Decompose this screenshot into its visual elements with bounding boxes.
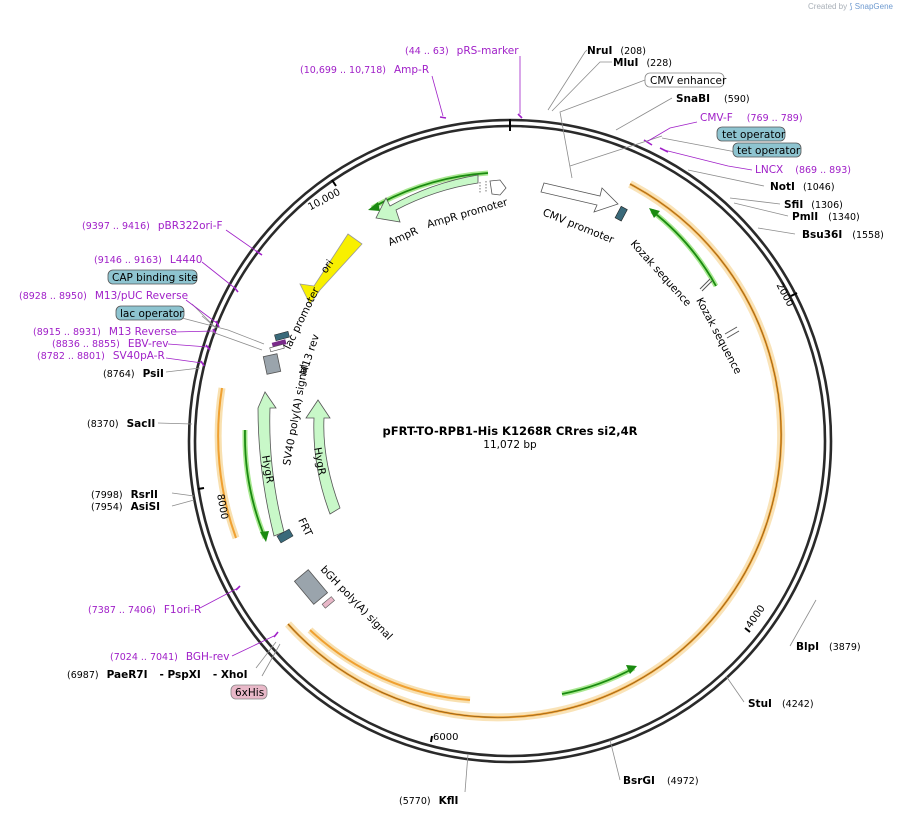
- primer-ebv-rev: (8836 .. 8855)EBV-rev: [52, 338, 169, 350]
- label-cmv-promoter: CMV promoter: [541, 207, 616, 247]
- hygr-arrow-2: [305, 399, 341, 515]
- kozak-tick-1: [699, 278, 711, 290]
- leader-lines: [157, 49, 817, 793]
- credit-brand: SnapGene: [854, 2, 893, 11]
- label-tet-operator-2: tet operator: [732, 142, 802, 158]
- site-bsu36i: Bsu36I(1558): [802, 229, 884, 241]
- site-blpi: BlpI(3879): [796, 641, 861, 653]
- primer-sv40pa-r: (8782 .. 8801)SV40pA-R: [37, 350, 165, 362]
- tick-label-10000: 10,000: [306, 187, 342, 213]
- orf-rpb1: [285, 180, 786, 722]
- label-tet-operator-1: tet operator: [716, 126, 786, 142]
- site-mlui: MluI(228): [613, 57, 672, 69]
- scale-ticks: [197, 179, 798, 743]
- snapgene-logo-icon: ⟆: [849, 2, 853, 11]
- orf-arrow-ampr: [368, 170, 489, 211]
- plasmid-name: pFRT-TO-RPB1-His K1268R CRres si2,4R: [383, 424, 638, 438]
- primer-prs-marker: (44 .. 63)pRS-marker: [405, 45, 519, 57]
- snapgene-credit: Created by ⟆ SnapGene: [808, 2, 893, 11]
- label-kozak-2: Kozak sequence: [693, 296, 743, 376]
- svg-text:6xHis: 6xHis: [235, 687, 264, 699]
- svg-text:CAP binding site: CAP binding site: [112, 272, 198, 284]
- credit-prefix: Created by: [808, 2, 848, 11]
- orf-left: [214, 387, 240, 540]
- primer-amp-r: (10,699 .. 10,718)Amp-R: [300, 64, 429, 76]
- label-sv40-polya: SV40 poly(A) signal: [281, 363, 311, 466]
- svg-text:lac operator: lac operator: [120, 308, 184, 320]
- primer-pbr322ori-f: (9397 .. 9416)pBR322ori-F: [82, 220, 223, 232]
- orf-arrow-lower: [561, 665, 637, 697]
- orf-his-region: [307, 627, 471, 704]
- frt-feature: [276, 528, 294, 544]
- site-kfli: (5770)KflI: [399, 795, 458, 807]
- site-sacii: (8370)SacII: [87, 418, 155, 430]
- tick-label-8000: 8000: [214, 493, 229, 520]
- label-cmv-enhancer: CMV enhancer: [644, 72, 727, 88]
- site-asisi: (7954)AsiSI: [91, 501, 160, 513]
- site-noti: NotI(1046): [770, 181, 835, 193]
- bgh-polya-block: [293, 569, 329, 605]
- primer-cmv-f: CMV-F(769 .. 789): [700, 112, 803, 124]
- label-ampr-promoter: AmpR promoter: [426, 196, 510, 231]
- label-ampr: AmpR: [386, 225, 420, 249]
- svg-text:tet operator: tet operator: [722, 129, 786, 141]
- primer-bgh-rev: (7024 .. 7041)BGH-rev: [110, 651, 229, 663]
- site-snabi: SnaBI(590): [676, 93, 750, 105]
- primer-f1ori-r: (7387 .. 7406)F1ori-R: [88, 604, 201, 616]
- ori-feature: [299, 233, 363, 305]
- site-rsrii: (7998)RsrII: [91, 489, 158, 501]
- site-pmli: PmlI(1340): [792, 211, 860, 223]
- label-hygr-2: HygR: [311, 446, 328, 476]
- tick-label-6000: 6000: [433, 732, 458, 743]
- orf-arrow-hyg: [242, 429, 269, 542]
- label-6xhis: 6xHis: [230, 684, 268, 700]
- cmv-promoter-arrow: [540, 182, 628, 222]
- label-kozak-1: Kozak sequence: [628, 238, 694, 309]
- primer-m13-puc-reverse: (8928 .. 8950)M13/pUC Reverse: [19, 290, 188, 302]
- label-hygr-1: HygR: [259, 454, 276, 484]
- svg-text:CMV enhancer: CMV enhancer: [650, 75, 727, 87]
- ampr-arrow: [375, 174, 507, 223]
- site-stui: StuI(4242): [748, 698, 814, 710]
- plasmid-length: 11,072 bp: [483, 439, 537, 451]
- primer-leader-lines: [165, 56, 753, 657]
- six-his-feature: [321, 596, 335, 609]
- primer-l4440: (9146 .. 9163)L4440: [94, 254, 202, 266]
- label-frt: FRT: [295, 516, 314, 539]
- site-psii: (8764)PsiI: [103, 368, 164, 380]
- label-lac-operator: lac operator: [115, 305, 185, 321]
- primer-m13-reverse: (8915 .. 8931)M13 Reverse: [33, 326, 177, 338]
- site-bsrgi: BsrGI(4972): [623, 775, 699, 787]
- orf-arrow-upper: [649, 208, 719, 288]
- site-paer7i: (6987)PaeR7I- PspXI- XhoI: [67, 669, 248, 681]
- site-nrui: NruI(208): [587, 45, 646, 57]
- svg-text:tet operator: tet operator: [737, 145, 801, 157]
- primer-lncx: LNCX(869 .. 893): [755, 164, 851, 176]
- lac-region-features: [262, 330, 290, 375]
- site-sfii: SfiI(1306): [784, 199, 843, 211]
- label-cap-binding-site: CAP binding site: [107, 269, 198, 285]
- kozak-tick-2: [724, 326, 738, 335]
